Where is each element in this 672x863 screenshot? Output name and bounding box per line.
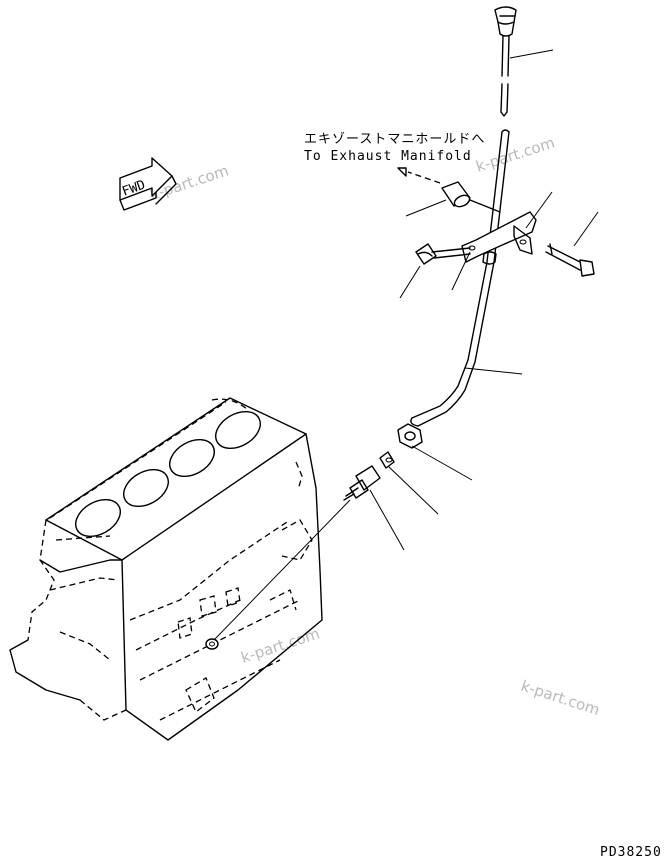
engine-block	[9, 397, 323, 741]
leader-ferrule	[387, 465, 439, 515]
direction-arrow-icon	[397, 167, 441, 184]
annotation-japanese: エキゾーストマニホールドへ	[304, 132, 485, 147]
watermark-4: k-part.com	[519, 677, 602, 719]
leader-spacer	[405, 199, 447, 217]
leader-dipstick	[509, 49, 554, 59]
drawing-code: PD38250	[600, 845, 662, 860]
bolt-left	[415, 243, 471, 265]
watermark-2: k-part.com	[474, 133, 557, 175]
ferrule	[379, 451, 395, 469]
mounting-bracket	[461, 211, 537, 263]
leader-to-block	[213, 499, 351, 641]
leader-nut	[411, 445, 473, 481]
nut	[397, 423, 423, 449]
leader-bolt-left	[399, 265, 421, 299]
leader-connector	[369, 489, 405, 551]
connector-adapter	[343, 465, 381, 501]
leader-bracket	[451, 251, 471, 291]
spacer-sleeve	[441, 181, 501, 213]
dipstick-guide-tube	[410, 129, 510, 427]
dipstick-rod	[500, 35, 510, 117]
annotation-english: To Exhaust Manifold	[304, 149, 472, 164]
leader-bolt-right	[573, 211, 599, 247]
leader-guide-tube	[464, 367, 523, 375]
bolt-right	[545, 243, 595, 277]
dipstick-handle	[494, 6, 517, 37]
leader-bracket-2	[525, 191, 553, 229]
